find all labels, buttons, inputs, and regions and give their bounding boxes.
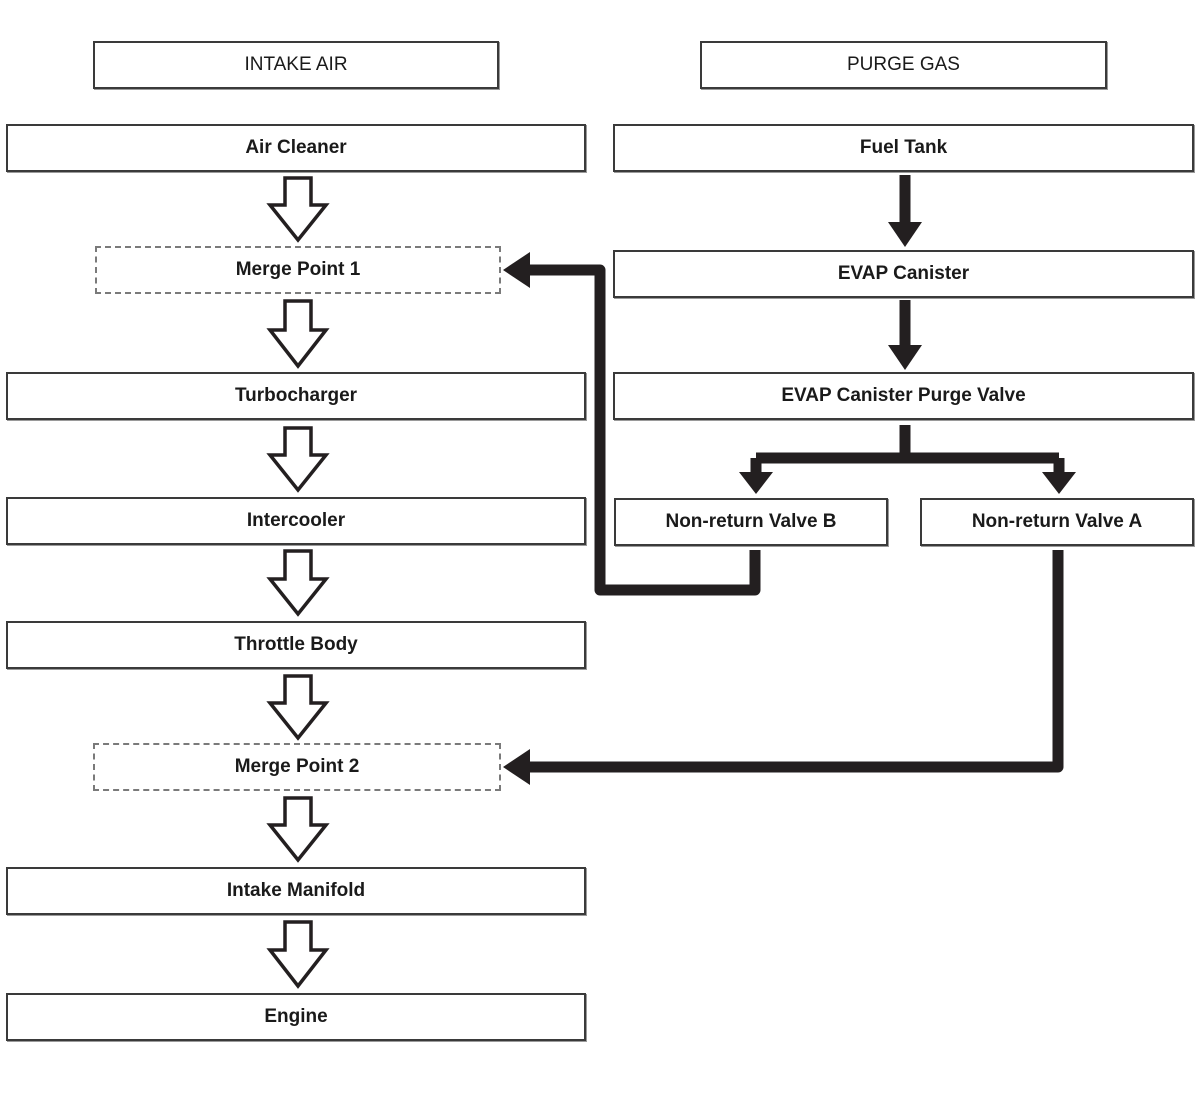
purge-arrowhead-purgevalve (888, 345, 922, 370)
purge-arrowhead-valveb (739, 472, 773, 494)
box-intercooler: Intercooler (6, 497, 586, 545)
intake-arrow-intercooler-throttle (266, 549, 330, 617)
purge-arrowhead-merge2 (503, 749, 530, 785)
box-merge-point-1: Merge Point 1 (95, 246, 501, 294)
header-purge-gas: PURGE GAS (700, 41, 1107, 89)
box-evap-canister-purge-valve: EVAP Canister Purge Valve (613, 372, 1194, 420)
box-merge-point-2: Merge Point 2 (93, 743, 501, 791)
box-throttle-body: Throttle Body (6, 621, 586, 669)
intake-arrow-manifold-engine (266, 920, 330, 989)
purge-arrowhead-canister (888, 222, 922, 247)
box-air-cleaner: Air Cleaner (6, 124, 586, 172)
header-intake-air: INTAKE AIR (93, 41, 499, 89)
intake-arrow-turbo-intercooler (266, 426, 330, 493)
purge-line-purgevalve-split (750, 425, 1065, 472)
box-non-return-valve-a: Non-return Valve A (920, 498, 1194, 546)
purge-arrowhead-valvea (1042, 472, 1076, 494)
box-non-return-valve-b: Non-return Valve B (614, 498, 888, 546)
box-evap-canister: EVAP Canister (613, 250, 1194, 298)
box-fuel-tank: Fuel Tank (613, 124, 1194, 172)
box-engine: Engine (6, 993, 586, 1041)
intake-arrow-merge1-turbo (266, 299, 330, 369)
purge-arrowhead-merge1 (503, 252, 530, 288)
box-turbocharger: Turbocharger (6, 372, 586, 420)
box-intake-manifold: Intake Manifold (6, 867, 586, 915)
purge-line-valveb-merge1 (530, 264, 761, 596)
purge-line-valvea-merge2 (530, 550, 1064, 773)
intake-arrow-aircleaner-merge1 (266, 176, 330, 243)
intake-arrow-throttle-merge2 (266, 674, 330, 741)
intake-arrow-merge2-manifold (266, 796, 330, 863)
